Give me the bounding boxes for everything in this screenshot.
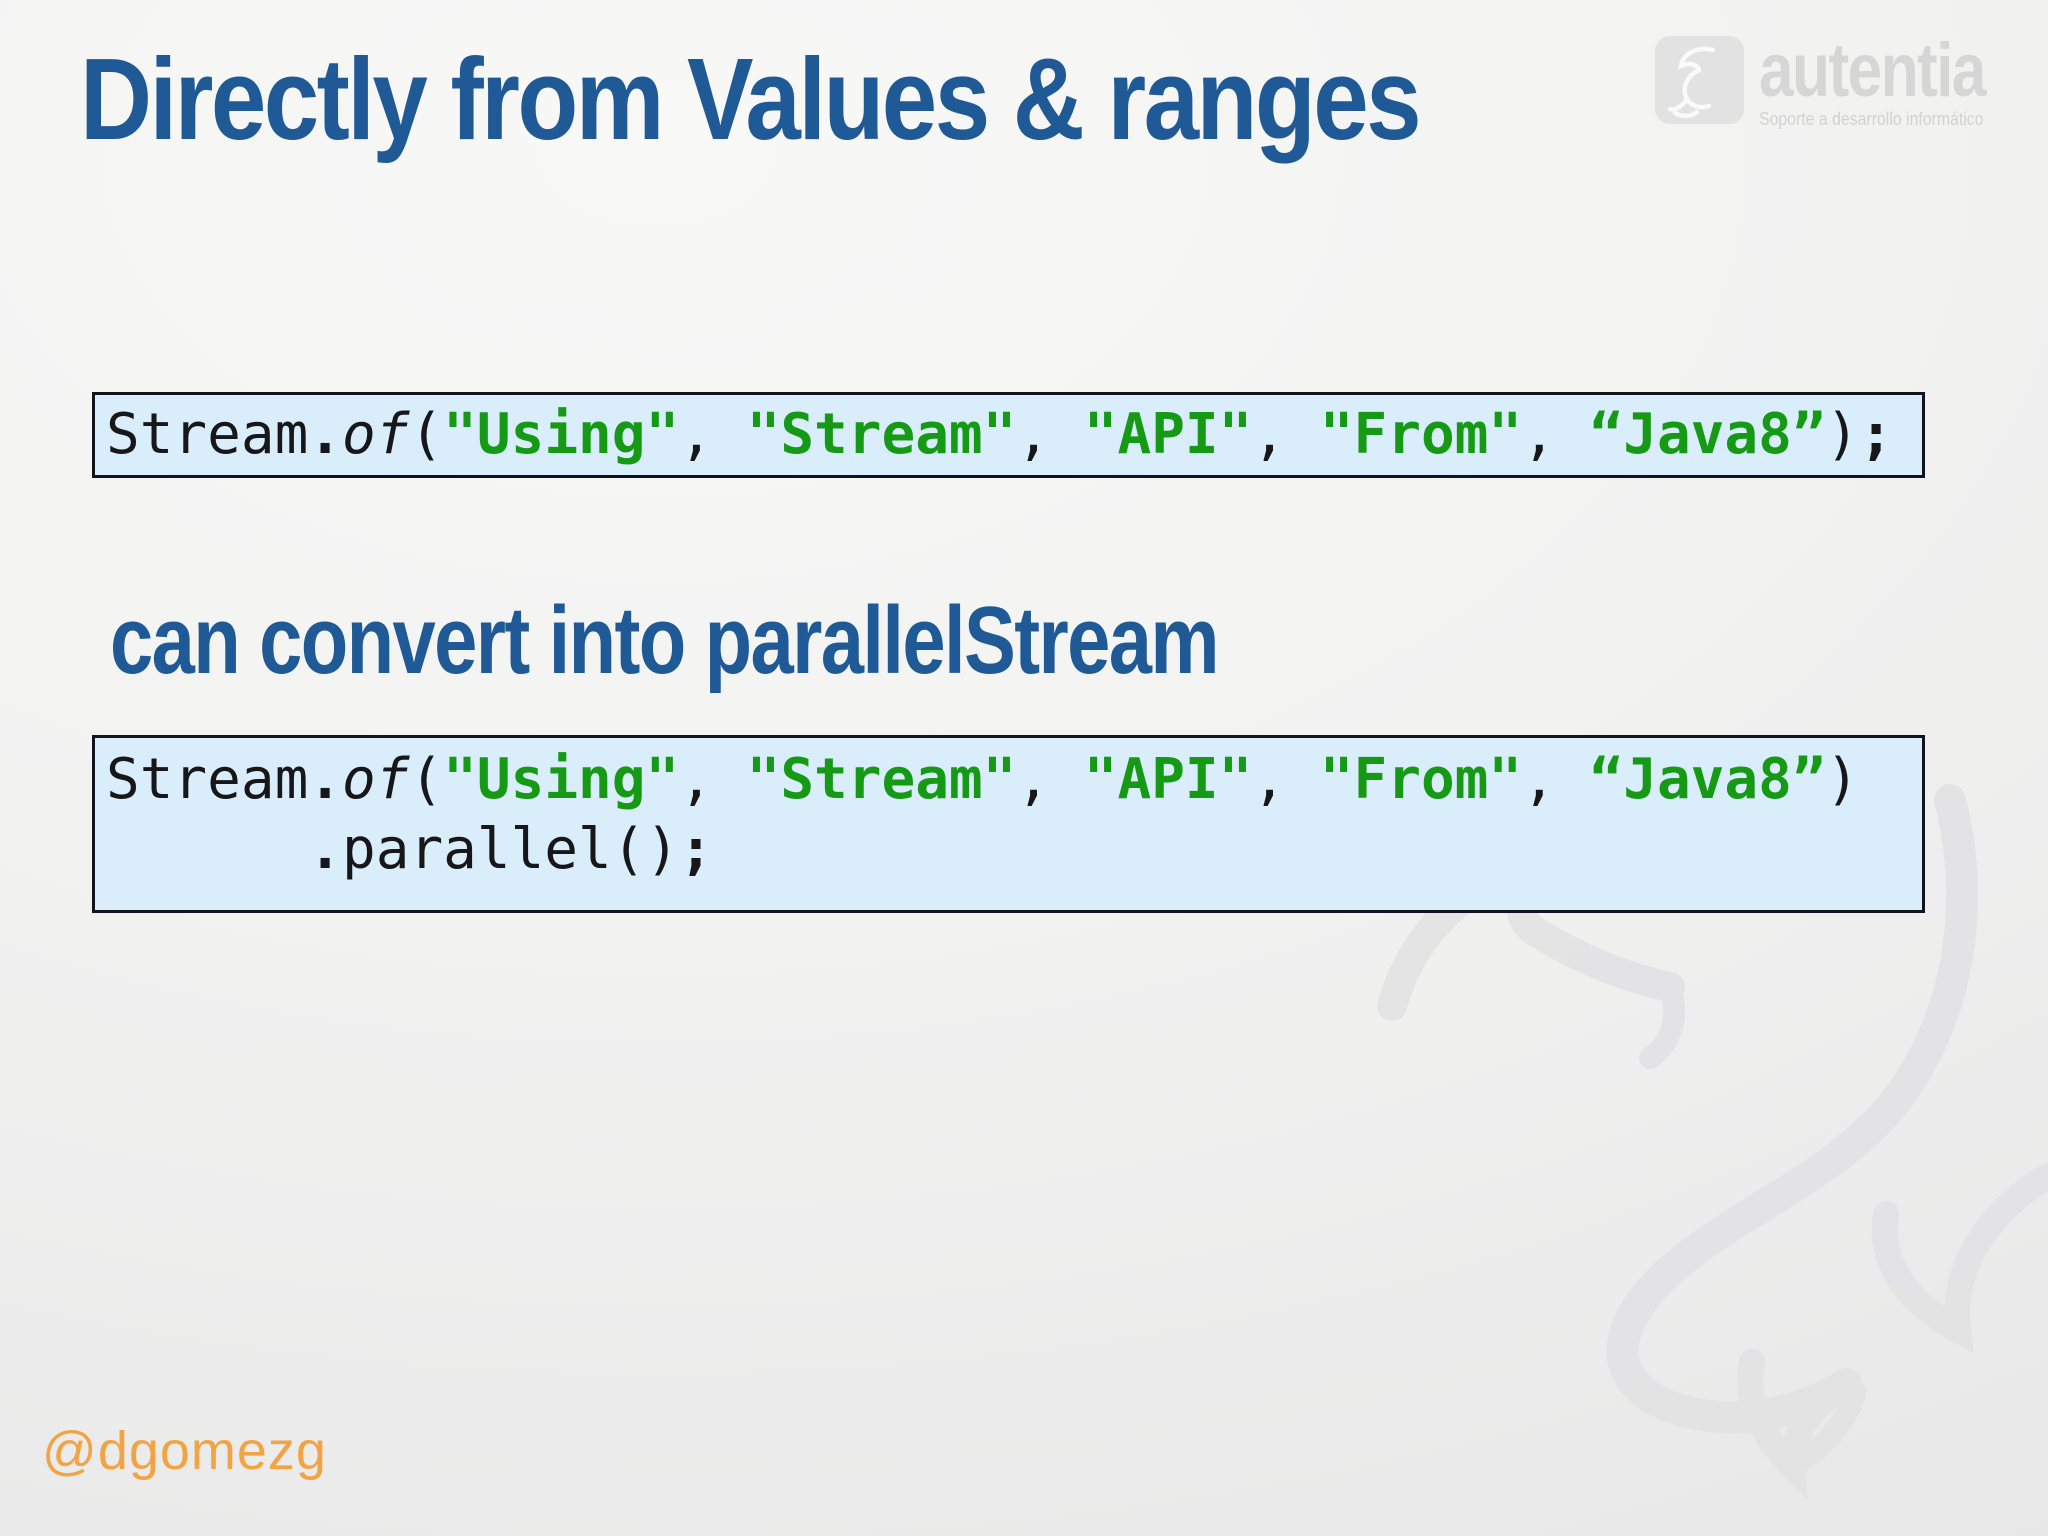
autentia-logo-name: autentia	[1758, 28, 1986, 113]
page-title: Directly from Values & ranges	[80, 34, 1637, 164]
twitter-handle: @dgomezg	[42, 1421, 327, 1481]
subtitle: can convert into parallelStream	[110, 588, 1478, 694]
code-block-stream-of: Stream.of("Using", "Stream", "API", "Fro…	[92, 392, 1925, 478]
code-line: Stream.of("Using", "Stream", "API", "Fro…	[106, 747, 1860, 812]
code-line: .parallel();	[308, 817, 713, 882]
subtitle-text: can convert into parallelStream	[110, 587, 1220, 694]
autentia-dolphin-icon	[1654, 36, 1744, 124]
autentia-logo-tagline: Soporte a desarrollo informático	[1758, 108, 1984, 129]
autentia-logo-text: autentia Soporte a desarrollo informátic…	[1758, 28, 2034, 130]
code-block-parallel: Stream.of("Using", "Stream", "API", "Fro…	[92, 735, 1925, 913]
code-line: Stream.of("Using", "Stream", "API", "Fro…	[106, 402, 1893, 468]
page-title-text: Directly from Values & ranges	[80, 34, 1422, 164]
autentia-logo: autentia Soporte a desarrollo informátic…	[1654, 28, 2034, 130]
